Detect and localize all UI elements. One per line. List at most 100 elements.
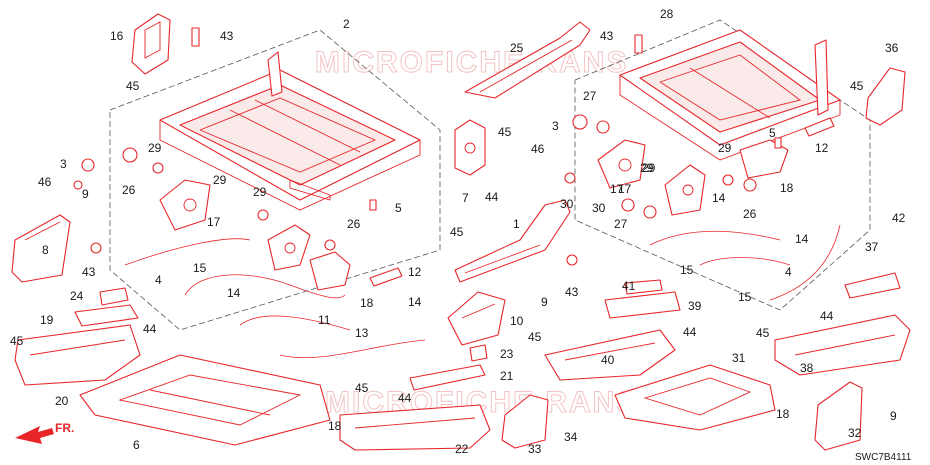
trim-38 — [774, 314, 911, 376]
front-label: FR. — [55, 421, 74, 435]
callout-label: 21 — [500, 369, 514, 383]
callout-label: 27 — [614, 217, 628, 231]
bracket-right-17 — [597, 139, 646, 189]
trim-37 — [844, 272, 901, 299]
callout-label: 3 — [60, 157, 67, 171]
callout-label: 16 — [110, 29, 124, 43]
callout-label: 5 — [769, 126, 776, 140]
callout-label: 8 — [42, 243, 49, 257]
callout-label: 41 — [622, 279, 636, 293]
callout-label: 45 — [450, 225, 464, 239]
callout-label: 29 — [148, 141, 162, 155]
callout-label: 43 — [600, 29, 614, 43]
callout-label: 46 — [531, 142, 545, 156]
trim-39 — [604, 291, 681, 319]
callout-label: 43 — [82, 265, 96, 279]
callout-label: 43 — [220, 29, 234, 43]
strap-12-right — [804, 117, 835, 137]
callout-label: 10 — [510, 314, 524, 328]
callout-label: 17 — [207, 215, 221, 229]
callout-label: 9 — [890, 409, 897, 423]
callout-label: 9 — [82, 187, 89, 201]
callout-label: 14 — [408, 295, 422, 309]
callout-label: 43 — [565, 285, 579, 299]
callout-label: 37 — [865, 240, 879, 254]
strap-12-left — [369, 267, 403, 287]
callout-label: 44 — [398, 391, 412, 405]
callout-label: 45 — [126, 79, 140, 93]
floor-tray-31 — [614, 364, 776, 431]
callout-label: 44 — [683, 325, 697, 339]
callout-label: 26 — [347, 217, 361, 231]
callout-label: 24 — [70, 289, 84, 303]
callout-label: 29 — [253, 185, 267, 199]
trim-23 — [469, 344, 488, 362]
callout-label: 17 — [610, 182, 624, 196]
bracket-left-29 — [267, 224, 311, 271]
group-outline-right-seat — [574, 19, 871, 311]
callout-label: 30 — [560, 197, 574, 211]
callout-label: 31 — [732, 351, 746, 365]
callout-label: 19 — [40, 313, 54, 327]
seat-rail-25 — [464, 21, 591, 99]
callout-label: 44 — [820, 309, 834, 323]
callout-label: 44 — [485, 190, 499, 204]
cable-left-4 — [124, 238, 426, 359]
floor-tray-6 — [79, 354, 331, 446]
callout-label: 22 — [455, 442, 469, 456]
callout-label: 5 — [395, 201, 402, 215]
trim-21 — [409, 364, 486, 391]
callout-label: 27 — [583, 89, 597, 103]
callout-label: 14 — [795, 232, 809, 246]
lever-11 — [309, 251, 351, 291]
callout-label: 15 — [738, 290, 752, 304]
callout-label: 23 — [500, 347, 514, 361]
seat-rail-1 — [454, 199, 571, 283]
callout-label: 40 — [601, 353, 615, 367]
callout-label: 9 — [541, 295, 548, 309]
callout-label: 1 — [513, 217, 520, 231]
callout-label: 32 — [848, 426, 862, 440]
reference-code: SWC7B4111 — [855, 452, 912, 463]
callout-label: 12 — [815, 141, 829, 155]
callout-label: 44 — [143, 322, 157, 336]
cable-right-4 — [649, 224, 841, 301]
callout-label: 18 — [328, 419, 342, 433]
cover-36 — [865, 67, 906, 126]
trim-41 — [624, 279, 663, 295]
callout-label: 18 — [360, 296, 374, 310]
callout-label: 3 — [552, 119, 559, 133]
callout-label: 29 — [213, 173, 227, 187]
callout-label: 11 — [318, 313, 331, 327]
cover-32 — [814, 381, 863, 451]
callout-label: 12 — [408, 265, 422, 279]
callout-label: 26 — [743, 207, 757, 221]
trim-24 — [99, 287, 129, 306]
watermark-top: MICROFICHE RANS — [315, 46, 628, 79]
cover-16 — [131, 13, 171, 75]
front-arrow-icon: FR. — [15, 421, 74, 444]
callout-label: 45 — [10, 334, 24, 348]
callout-label: 29 — [718, 141, 732, 155]
callout-label: 20 — [55, 394, 69, 408]
callout-label: 7 — [462, 191, 469, 205]
callout-label: 17 — [618, 182, 632, 196]
callout-label: 29 — [640, 161, 654, 175]
callout-label: 4 — [155, 273, 162, 287]
callout-label: 38 — [800, 361, 814, 375]
callout-label: 45 — [756, 326, 770, 340]
callout-label: 34 — [564, 430, 578, 444]
callout-label: 6 — [133, 438, 140, 452]
callout-labels: 16 43 2 25 43 28 36 45 45 27 3 46 29 3 4… — [10, 7, 906, 456]
trim-20 — [14, 324, 141, 386]
callout-label: 45 — [355, 381, 369, 395]
callout-label: 14 — [227, 286, 241, 300]
trim-22 — [339, 404, 491, 451]
callout-label: 28 — [660, 7, 674, 21]
callout-label: 13 — [355, 326, 369, 340]
cover-8 — [11, 214, 71, 283]
seat-frame-left — [159, 51, 421, 211]
group-outline-left-seat — [109, 29, 441, 331]
callout-label: 4 — [785, 265, 792, 279]
lever-35 — [739, 139, 789, 179]
